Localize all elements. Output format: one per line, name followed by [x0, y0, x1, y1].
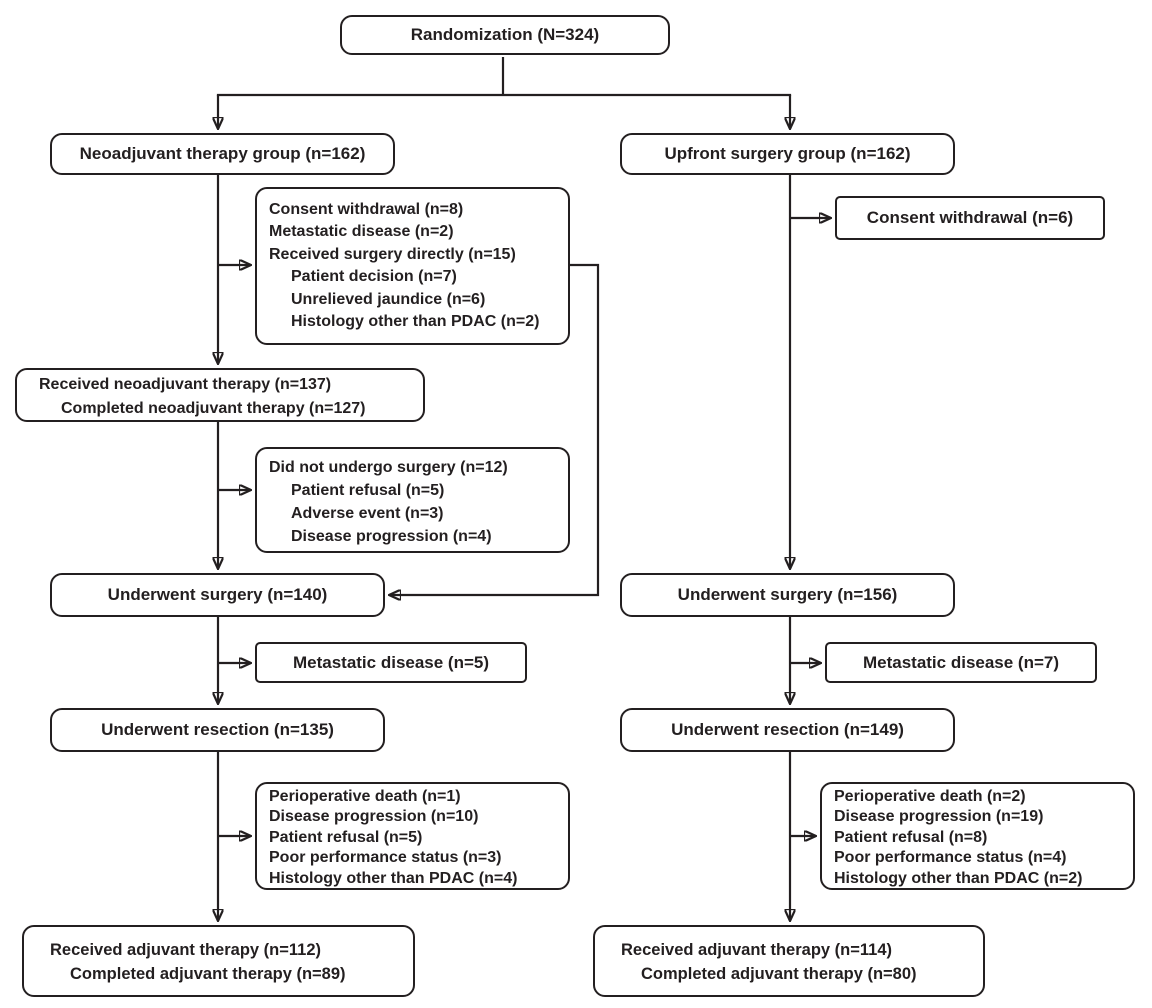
node-underwent-resection-left-label: Underwent resection (n=135): [101, 720, 334, 739]
node-randomization-label: Randomization (N=324): [410, 25, 600, 44]
node-received-neoadjuvant: Received neoadjuvant therapy (n=137) Com…: [15, 368, 425, 422]
node-neoadjuvant-group-label: Neoadjuvant therapy group (n=162): [79, 144, 366, 163]
node-underwent-surgery-left: Underwent surgery (n=140): [50, 573, 385, 617]
exclusion-subline: Disease progression (n=4): [291, 528, 492, 545]
exclusion-line: Metastatic disease (n=2): [269, 223, 454, 241]
node-resection-exclusions-right: Perioperative death (n=2) Disease progre…: [820, 782, 1135, 890]
therapy-line: Received adjuvant therapy (n=112): [50, 941, 321, 959]
exclusion-line: Did not undergo surgery (n=12): [269, 459, 508, 476]
node-did-not-undergo-surgery: Did not undergo surgery (n=12) Patient r…: [255, 447, 570, 553]
node-underwent-resection-right: Underwent resection (n=149): [620, 708, 955, 752]
exclusion-line: Histology other than PDAC (n=4): [269, 869, 518, 887]
exclusion-subline: Patient refusal (n=5): [291, 482, 445, 499]
exclusion-line: Disease progression (n=10): [269, 808, 479, 826]
therapy-line: Received adjuvant therapy (n=114): [621, 941, 892, 959]
exclusion-line: Poor performance status (n=4): [834, 849, 1067, 867]
node-upfront-group-label: Upfront surgery group (n=162): [664, 144, 911, 163]
exclusion-line: Poor performance status (n=3): [269, 849, 502, 867]
node-metastatic-right: Metastatic disease (n=7): [825, 642, 1097, 683]
therapy-line: Received neoadjuvant therapy (n=137): [39, 376, 332, 393]
exclusion-subline: Patient decision (n=7): [291, 268, 457, 286]
exclusion-subline: Unrelieved jaundice (n=6): [291, 290, 486, 308]
node-adjuvant-left: Received adjuvant therapy (n=112) Comple…: [22, 925, 415, 997]
exclusion-line: Histology other than PDAC (n=2): [834, 869, 1083, 887]
node-underwent-resection-left: Underwent resection (n=135): [50, 708, 385, 752]
exclusion-line: Patient refusal (n=8): [834, 828, 988, 846]
node-metastatic-left: Metastatic disease (n=5): [255, 642, 527, 683]
exclusion-line: Consent withdrawal (n=8): [269, 201, 464, 218]
exclusion-line: Perioperative death (n=1): [269, 788, 461, 805]
exclusion-line: Disease progression (n=19): [834, 808, 1044, 826]
therapy-subline: Completed adjuvant therapy (n=80): [641, 965, 917, 983]
exclusion-line: Perioperative death (n=2): [834, 788, 1026, 805]
node-underwent-resection-right-label: Underwent resection (n=149): [671, 720, 904, 739]
exclusion-subline: Adverse event (n=3): [291, 505, 444, 522]
therapy-subline: Completed neoadjuvant therapy (n=127): [61, 400, 366, 417]
node-consent-withdrawal-right-label: Consent withdrawal (n=6): [866, 208, 1074, 227]
node-metastatic-right-label: Metastatic disease (n=7): [862, 652, 1060, 672]
node-consent-withdrawal-right: Consent withdrawal (n=6): [835, 196, 1105, 240]
exclusion-line: Received surgery directly (n=15): [269, 245, 516, 263]
node-underwent-surgery-right: Underwent surgery (n=156): [620, 573, 955, 617]
node-randomization: Randomization (N=324): [340, 15, 670, 55]
node-upfront-group: Upfront surgery group (n=162): [620, 133, 955, 175]
exclusion-line: Patient refusal (n=5): [269, 828, 423, 846]
exclusion-subline: Histology other than PDAC (n=2): [291, 313, 540, 331]
node-neoadjuvant-group: Neoadjuvant therapy group (n=162): [50, 133, 395, 175]
node-underwent-surgery-left-label: Underwent surgery (n=140): [107, 585, 328, 604]
node-underwent-surgery-right-label: Underwent surgery (n=156): [677, 585, 898, 604]
node-adjuvant-right: Received adjuvant therapy (n=114) Comple…: [593, 925, 985, 997]
node-resection-exclusions-left: Perioperative death (n=1) Disease progre…: [255, 782, 570, 890]
node-metastatic-left-label: Metastatic disease (n=5): [292, 652, 490, 672]
node-neoadjuvant-exclusions: Consent withdrawal (n=8) Metastatic dise…: [255, 187, 570, 345]
therapy-subline: Completed adjuvant therapy (n=89): [70, 965, 346, 983]
